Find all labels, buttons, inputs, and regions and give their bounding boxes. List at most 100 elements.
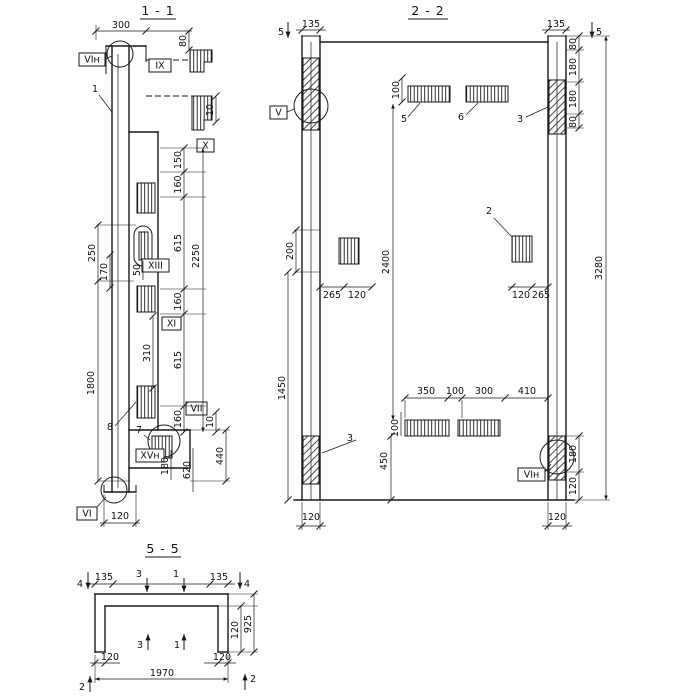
section-marker-vii: VII [185,401,208,416]
part-label-1: 1 [92,84,113,113]
dim-120-bottom-right-2-2: 120 [542,502,572,530]
dim-text-620: 620 [182,461,193,479]
dim-text-120-right-mid: 120 [512,290,530,301]
dim-text-1450: 1450 [277,376,288,400]
marker-label-vi: VI [82,509,91,520]
dim-135-top-left: 135 [296,19,326,34]
dim-170-left: 170 [99,251,114,292]
marker-label-ix: IX [155,61,165,72]
cut-marker-2-right: 2 [242,674,256,690]
channel-profile-outline [94,593,229,653]
cut-marker-3-bottom: 3 [137,634,151,651]
cut-marker-4-left: 4 [77,572,91,590]
dim-text-450: 450 [379,452,390,470]
section-marker-ix: IX [148,58,172,73]
dim-1800-left: 1800 [86,281,130,485]
cut-3-top-text: 3 [136,569,142,580]
dim-120-bottom-1-1: 120 [100,494,140,527]
dim-text-120: 120 [111,511,129,522]
cut-4-right-text: 4 [244,579,250,590]
part-8-text: 8 [107,422,113,433]
section-marker-xi: XI [161,316,182,331]
section-5-5-title: 5 - 5 [146,541,179,556]
mid-plates [338,235,533,265]
dim-pair-left-mid: 265 120 [316,283,376,301]
dim-text-120-55-bl: 120 [101,652,119,663]
section-marker-x: X [196,138,215,153]
cut-marker-1-bottom: 1 [174,634,187,651]
dim-2250-overall: 2250 [191,148,205,432]
section-marker-vih-2: VIн [517,463,552,482]
view-section-1-1: 1 - 1 [76,3,230,527]
dim-text-170: 170 [99,263,110,281]
dim-text-350: 350 [417,386,435,397]
dim-text-1970: 1970 [150,668,174,679]
dim-10-bottom: 10 [205,408,220,436]
part-2-text: 2 [486,206,492,217]
part-6-text: 6 [458,112,464,123]
panel-face-outline [293,35,575,501]
cut-5-left-text: 5 [278,27,284,38]
part-label-6: 6 [458,102,479,123]
dim-text-160b: 160 [173,292,184,310]
part-label-5: 5 [401,102,421,125]
dim-135-top-right: 135 [542,19,570,34]
embedded-detail-ix [189,49,213,73]
marker-label-xvh: XVн [140,451,159,462]
column-anchor-blocks [302,57,566,485]
dim-310: 310 [142,312,157,392]
cut-2-left-text: 2 [79,682,85,693]
dim-chain-right-1-1: 150 160 615 160 615 160 [160,144,206,436]
dim-2400-inner: 2400 [381,104,395,420]
dim-chain-right-bottom-2-2: 180 120 [566,432,584,504]
panel-edge-outline [103,45,192,493]
dim-pair-right-mid: 120 265 [508,283,552,301]
part-label-3-top: 3 [517,106,549,125]
dim-text-135-right: 135 [547,19,565,30]
detail-callout-circle-bottom [100,476,128,504]
dim-text-180a: 180 [568,58,579,76]
dim-text-120-bl: 120 [302,512,320,523]
dim-100-top: 100 [391,74,406,106]
view-section-5-5: 5 - 5 135 135 4 4 [77,541,258,693]
marker-label-x: X [202,141,209,152]
dim-chain-lower: 350 100 300 410 [401,386,552,418]
marker-label-v: V [275,108,282,119]
part-label-3-bottom: 3 [321,433,357,454]
dim-text-180-bottom: 180 [568,445,579,463]
dim-text-120-55-br: 120 [213,652,231,663]
dim-line-top-5-5: 135 135 [88,572,235,588]
dim-180-foot: 180 [160,450,172,480]
dim-1450-left: 1450 [277,268,292,504]
dim-text-2250: 2250 [191,244,202,268]
dim-1970-overall: 1970 [94,655,229,683]
dim-200-left: 200 [285,226,320,276]
dim-text-120-55: 120 [230,621,241,639]
marker-label-vih: VIн [84,55,100,66]
marker-label-xiii: XIII [148,261,163,272]
dim-3280-overall: 3280 [566,35,610,501]
dim-text-135-55-right: 135 [210,572,228,583]
dim-text-925: 925 [243,615,254,633]
detail-callout-circle-vih [539,439,575,475]
dim-text-265-right: 265 [532,290,550,301]
section-marker-vih: VIн [78,52,113,67]
top-rebar-plates [407,85,509,103]
section-marker-vi: VI [76,496,107,521]
detail-callout-circle-top [106,40,134,68]
dim-text-2400: 2400 [381,250,392,274]
part-label-2: 2 [486,206,513,238]
dim-text-160a: 160 [173,175,184,193]
dim-100-lower: 100 [390,412,402,437]
dim-text-180: 180 [160,457,171,475]
dim-text-310: 310 [142,344,153,362]
dim-text-615a: 615 [173,234,184,252]
cut-5-right-text: 5 [596,27,602,38]
dim-text-300: 300 [112,20,130,31]
dim-text-120-bottom-right: 120 [568,477,579,495]
dim-text-100-lower: 100 [390,419,401,437]
cut-1-bottom-text: 1 [174,640,180,651]
cut-4-left-text: 4 [77,579,83,590]
dim-chain-right-top-2-2: 80 180 180 80 [566,32,584,132]
